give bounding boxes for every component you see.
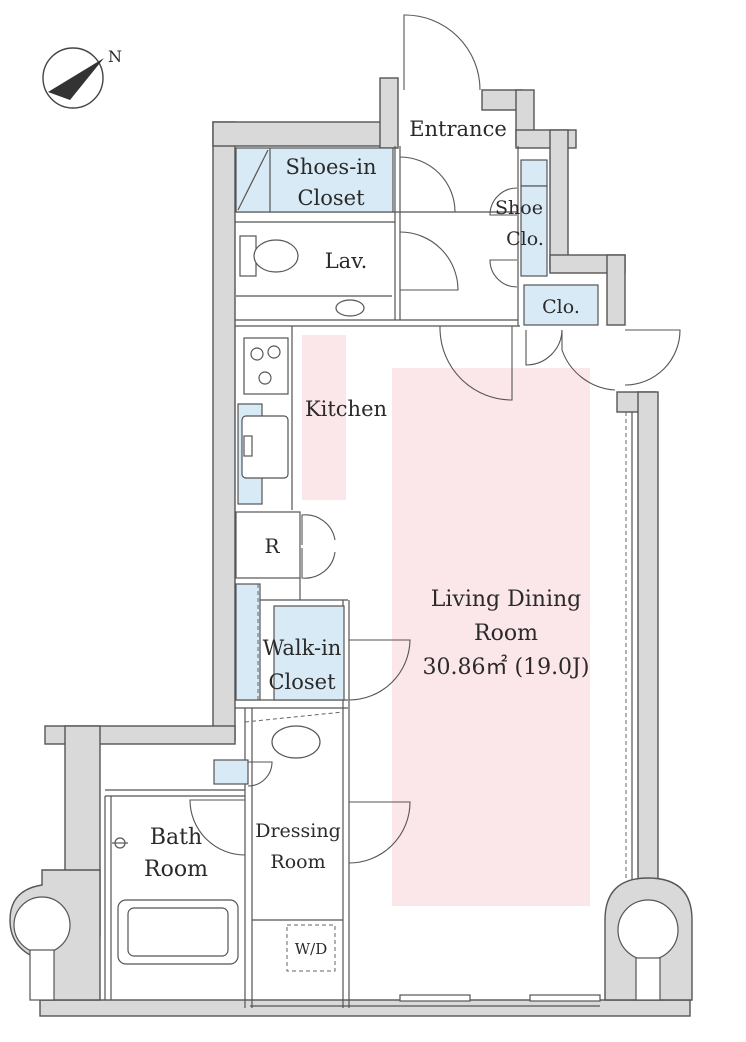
label-entrance: Entrance: [409, 117, 507, 141]
label-clo: Clo.: [542, 296, 580, 318]
washer-dryer-icon: [286, 924, 336, 972]
label-bath-1: Bath: [150, 825, 202, 850]
label-shoe-clo-2: Clo.: [506, 228, 544, 250]
kitchen-sink-icon: [241, 415, 289, 479]
fixtures: [112, 235, 365, 972]
living-floor-tint: [302, 335, 590, 906]
stove-icon: [243, 337, 289, 395]
doors: [189, 14, 681, 864]
vanity-basin-icon: [271, 725, 321, 759]
washbasin-icon: [335, 299, 365, 317]
label-lav: Lav.: [325, 249, 368, 273]
label-kitchen: Kitchen: [305, 397, 387, 421]
label-living-dining-2: Room: [474, 621, 538, 646]
label-dressing-2: Room: [270, 851, 325, 873]
exterior-walls: [9, 77, 693, 1017]
label-bath-2: Room: [144, 857, 208, 882]
shower-icon: [112, 837, 128, 849]
compass: N: [42, 47, 122, 109]
label-washer-dryer: W/D: [295, 940, 328, 958]
compass-north-label: N: [108, 47, 122, 66]
label-shoes-in-closet-2: Closet: [297, 186, 365, 210]
bathtub-icon: [117, 899, 239, 965]
label-shoes-in-closet-1: Shoes-in: [285, 155, 376, 179]
label-shoe-clo-1: Shoe: [495, 197, 543, 219]
label-living-dining-1: Living Dining: [431, 587, 582, 612]
room-labels: Entrance Shoes-in Closet Shoe Clo. Lav. …: [144, 117, 589, 958]
toilet-icon: [239, 235, 299, 277]
label-dressing-1: Dressing: [255, 820, 341, 842]
label-living-dining-area: 30.86㎡ (19.0J): [423, 654, 590, 680]
label-walk-in-closet-1: Walk-in: [263, 636, 342, 660]
windows: [250, 412, 633, 1007]
label-walk-in-closet-2: Closet: [268, 670, 336, 694]
label-refrigerator: R: [264, 534, 280, 558]
north-arrow-icon: [48, 58, 104, 100]
